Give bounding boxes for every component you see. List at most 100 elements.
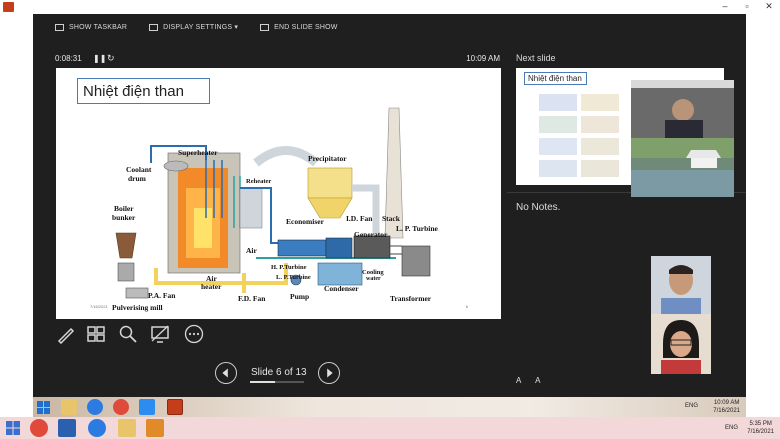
slide-progress-bar bbox=[250, 381, 304, 383]
remote-taskbar: ENG 10:09 AM 7/16/2021 bbox=[33, 397, 746, 417]
participant-2-image bbox=[651, 314, 711, 374]
taskbar-icon bbox=[55, 23, 64, 31]
presenter-toolbar: SHOW TASKBAR DISPLAY SETTINGS ▾ END SLID… bbox=[33, 14, 746, 40]
zalo-icon[interactable] bbox=[87, 399, 103, 415]
minimize-icon[interactable]: – bbox=[722, 1, 728, 11]
thumb-cell bbox=[581, 116, 619, 133]
label-id-fan: I.D. Fan bbox=[346, 214, 373, 223]
label-boiler: Boiler bbox=[114, 204, 134, 213]
media-player-icon[interactable] bbox=[146, 419, 164, 437]
zoom-app-icon[interactable] bbox=[139, 399, 155, 415]
maximize-icon[interactable]: ▫ bbox=[745, 1, 749, 11]
see-all-slides-icon[interactable] bbox=[86, 324, 106, 344]
speaker-notes: No Notes. bbox=[516, 202, 561, 213]
slide-title-box: Nhiệt điện than bbox=[77, 78, 210, 104]
participant-video-top bbox=[631, 80, 734, 197]
window-controls: – ▫ ✕ bbox=[720, 1, 774, 12]
zalo-icon[interactable] bbox=[88, 419, 106, 437]
label-hp-turbine: H. P.Turbine bbox=[271, 264, 307, 271]
thumb-cell bbox=[539, 94, 577, 111]
notes-font-controls: A A bbox=[516, 376, 552, 385]
participant-video-2 bbox=[651, 314, 711, 374]
windows-start-icon[interactable] bbox=[37, 401, 50, 414]
label-reheater: Reheater bbox=[246, 178, 272, 185]
file-explorer-icon[interactable] bbox=[61, 399, 77, 415]
slide-navigation: Slide 6 of 13 bbox=[215, 362, 345, 386]
remote-language-indicator[interactable]: ENG bbox=[684, 403, 698, 409]
power-plant-diagram bbox=[115, 107, 431, 299]
windows-start-icon[interactable] bbox=[6, 421, 20, 435]
display-settings-button[interactable]: DISPLAY SETTINGS ▾ bbox=[149, 23, 238, 31]
pause-icon[interactable]: ❚❚ bbox=[93, 54, 107, 63]
current-slide[interactable]: Nhiệt điện than bbox=[56, 68, 501, 319]
label-economiser: Economiser bbox=[286, 217, 324, 226]
participant-video-1 bbox=[651, 256, 711, 314]
label-air-heater-2: heater bbox=[201, 282, 222, 291]
thumb-cell bbox=[581, 160, 619, 177]
elapsed-timer: 0:08:31 bbox=[55, 54, 82, 63]
reset-timer-icon[interactable]: ↻ bbox=[107, 53, 115, 63]
label-pulverising-mill: Pulverising mill bbox=[112, 303, 163, 312]
file-explorer-icon[interactable] bbox=[118, 419, 136, 437]
decrease-font-button[interactable]: A bbox=[535, 376, 541, 385]
next-slide-title-box: Nhiệt điện than bbox=[524, 72, 587, 85]
label-lp-turbine: L. P.Turbine bbox=[276, 274, 311, 281]
app-icon bbox=[3, 2, 14, 12]
pen-icon[interactable] bbox=[56, 324, 76, 344]
word-icon[interactable] bbox=[58, 419, 76, 437]
next-slide-button[interactable] bbox=[318, 362, 340, 384]
label-water: water bbox=[366, 276, 381, 282]
slide-footer-date: 7/16/2021 bbox=[90, 304, 108, 309]
thumb-cell bbox=[581, 94, 619, 111]
chrome-icon[interactable] bbox=[30, 419, 48, 437]
participant-1-image bbox=[651, 256, 711, 314]
label-drum: drum bbox=[128, 174, 146, 183]
label-cooling: Cooling bbox=[362, 269, 384, 276]
thumb-cell bbox=[539, 160, 577, 177]
local-clock[interactable]: 5:35 PM 7/16/2021 bbox=[747, 421, 774, 435]
label-condenser: Condenser bbox=[324, 284, 359, 293]
screen-border-right bbox=[746, 14, 780, 397]
label-coolant: Coolant bbox=[126, 165, 152, 174]
slide-tools bbox=[56, 324, 216, 346]
thumb-cell bbox=[581, 138, 619, 155]
label-transformer: Transformer bbox=[390, 294, 432, 303]
powerpoint-icon[interactable] bbox=[167, 399, 183, 415]
thumb-cell bbox=[539, 116, 577, 133]
black-screen-icon[interactable] bbox=[150, 324, 170, 344]
chrome-icon[interactable] bbox=[113, 399, 129, 415]
show-taskbar-button[interactable]: SHOW TASKBAR bbox=[55, 23, 127, 31]
end-slide-show-button[interactable]: END SLIDE SHOW bbox=[260, 23, 337, 31]
label-fd-fan: F.D. Fan bbox=[238, 294, 266, 303]
label-pa-fan: P.A. Fan bbox=[148, 291, 176, 300]
label-bunker: bunker bbox=[112, 213, 136, 222]
label-generator: Generator bbox=[354, 230, 388, 239]
label-air-heater-1: Air bbox=[206, 274, 217, 283]
label-pump: Pump bbox=[290, 292, 310, 301]
notes-divider bbox=[507, 192, 746, 193]
end-show-icon bbox=[260, 23, 270, 31]
label-superheater: Superheater bbox=[178, 148, 218, 157]
next-slide-thumbnails bbox=[539, 94, 619, 180]
next-slide-heading: Next slide bbox=[516, 53, 556, 63]
clock: 10:09 AM bbox=[466, 54, 500, 63]
slide-progress-fill bbox=[250, 381, 275, 383]
slide-footer-number: 6 bbox=[465, 304, 468, 309]
close-icon[interactable]: ✕ bbox=[765, 1, 773, 11]
label-air: Air bbox=[246, 246, 257, 255]
video-feed-image bbox=[631, 80, 734, 197]
presenter-view: SHOW TASKBAR DISPLAY SETTINGS ▾ END SLID… bbox=[33, 14, 746, 397]
next-slide-title: Nhiệt điện than bbox=[528, 74, 582, 83]
label-lp-turbine-top: L. P. Turbine bbox=[396, 224, 438, 233]
remote-clock[interactable]: 10:09 AM 7/16/2021 bbox=[713, 400, 740, 414]
window-titlebar: – ▫ ✕ bbox=[0, 0, 780, 14]
thumb-cell bbox=[539, 138, 577, 155]
display-icon bbox=[149, 23, 159, 31]
more-options-icon[interactable] bbox=[184, 324, 204, 344]
timer-row: 0:08:31 ❚❚ ↻ 10:09 AM bbox=[55, 53, 500, 66]
increase-font-button[interactable]: A bbox=[516, 376, 522, 385]
slide-counter: Slide 6 of 13 bbox=[251, 367, 307, 378]
previous-slide-button[interactable] bbox=[215, 362, 237, 384]
local-language-indicator[interactable]: ENG bbox=[724, 425, 738, 431]
zoom-icon[interactable] bbox=[118, 324, 138, 344]
